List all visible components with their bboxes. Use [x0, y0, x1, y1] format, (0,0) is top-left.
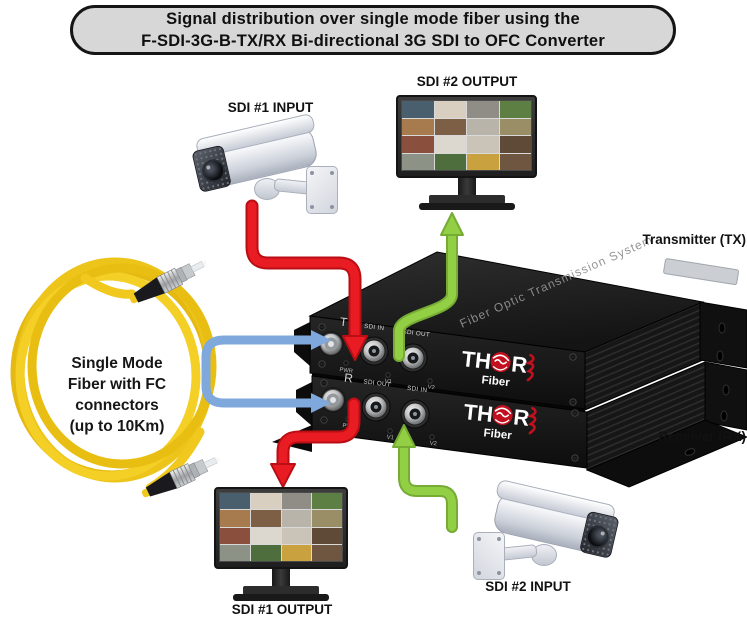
monitor-tile	[220, 544, 250, 561]
monitor-tile	[402, 101, 434, 118]
camera2-label: SDI #2 INPUT	[485, 579, 571, 594]
monitor-tile	[434, 153, 466, 170]
monitor-tile	[220, 493, 250, 510]
rx-sdi-out-bnc	[361, 392, 391, 422]
monitor-tile	[220, 527, 250, 544]
arrow-green-tx-sdi-out-to-monitor2	[393, 212, 464, 362]
tx-sticker	[663, 258, 739, 286]
monitor-tile	[281, 527, 312, 544]
fiber-note-line: (up to 10Km)	[69, 418, 165, 435]
rx-sdi-out-label: SDI OUT	[363, 378, 391, 388]
receiver-label: Receiver (RX)	[658, 429, 746, 444]
tx-sdi-in-label: SDI IN	[364, 323, 385, 332]
monitor-tile	[467, 136, 499, 153]
camera-lens	[199, 157, 228, 185]
rx-sdi-in-label: SDI IN	[407, 385, 428, 394]
fiber-note: Single Mode Fiber with FC connectors (up…	[28, 353, 206, 437]
monitor-tile	[467, 153, 499, 170]
monitor-stand-neck	[457, 178, 476, 195]
monitor-screen	[219, 492, 343, 562]
tx-v2-led	[427, 378, 433, 384]
monitor-tile	[467, 101, 499, 118]
monitor-tile	[499, 153, 531, 170]
monitor-stand-base	[428, 195, 505, 204]
monitor-tile	[250, 493, 281, 510]
tx-mounting-flange	[699, 301, 747, 369]
monitor-tile	[402, 118, 434, 135]
tx-v2-label: V2	[427, 385, 435, 392]
tx-optical-port-label: T	[339, 315, 349, 330]
monitor-sdi2-output	[396, 95, 537, 210]
monitor-tile	[434, 118, 466, 135]
transmitter-label: Transmitter (TX)	[642, 232, 746, 247]
monitor-screen	[401, 100, 532, 171]
monitor-tile	[220, 510, 250, 527]
rx-v1-led	[387, 428, 393, 434]
monitor-tile	[499, 136, 531, 153]
arrow-red-camera1-to-tx-sdi-in	[245, 199, 368, 361]
monitor-tile	[312, 493, 342, 510]
monitor-bezel	[214, 487, 348, 569]
monitor-tile	[402, 153, 434, 170]
monitor-tile	[467, 118, 499, 135]
monitor-tile	[434, 136, 466, 153]
tx-sdi-out-label: SDI OUT	[402, 328, 430, 338]
tx-pwr-label: PWR	[339, 367, 353, 375]
fiber-note-line: Single Mode	[71, 355, 163, 372]
rx-optical-port-label: R	[343, 371, 354, 386]
monitor-bezel	[396, 95, 537, 178]
title-banner: Signal distribution over single mode fib…	[70, 5, 676, 55]
monitor-stand-foot	[418, 203, 515, 210]
monitor-tile	[250, 527, 281, 544]
camera-sdi1-input	[191, 112, 341, 218]
camera-lens	[583, 523, 612, 551]
rx-v1-label: V1	[386, 435, 394, 442]
monitor-tile	[312, 527, 342, 544]
rx-sdi-in-bnc	[400, 399, 430, 429]
tx-v1-led	[385, 372, 391, 378]
rx-v2-led	[429, 434, 435, 440]
monitor1-label: SDI #1 OUTPUT	[231, 602, 333, 617]
camera-wall-plate	[473, 532, 505, 580]
arrow-blue-fiber-link	[201, 330, 331, 413]
monitor-sdi1-output	[214, 487, 348, 601]
tx-pwr-led	[343, 360, 349, 366]
monitor-stand-foot	[233, 594, 329, 601]
monitor-tile	[434, 101, 466, 118]
monitor-stand-neck	[272, 569, 290, 586]
fiber-note-line: Fiber with FC	[67, 376, 167, 393]
monitor-tile	[312, 544, 342, 561]
monitor-tile	[250, 510, 281, 527]
camera-wall-plate	[306, 166, 338, 214]
monitor-tile	[402, 136, 434, 153]
camera-sdi2-input	[455, 478, 620, 584]
converter-receiver: R PWR SDI OUT V1 SDI IN V2	[272, 361, 747, 488]
fiber-cable-coil	[10, 257, 217, 493]
rx-base-flange	[585, 419, 747, 488]
arrow-green-camera2-to-rx-sdi-in	[392, 424, 458, 533]
title-line-1: Signal distribution over single mode fib…	[166, 10, 580, 28]
monitor-tile	[281, 544, 312, 561]
monitor-tile	[281, 493, 312, 510]
monitor-tile	[499, 101, 531, 118]
title-line-2: F-SDI-3G-B-TX/RX Bi-directional 3G SDI t…	[141, 32, 605, 50]
rx-v2-label: V2	[429, 441, 437, 448]
rx-mounting-flange	[704, 361, 747, 431]
tx-v1-label: V1	[384, 379, 392, 386]
monitor-tile	[499, 118, 531, 135]
monitor-tile	[281, 510, 312, 527]
camera1-label: SDI #1 INPUT	[227, 100, 314, 115]
fiber-note-line: connectors	[75, 397, 159, 414]
monitor-stand-base	[243, 586, 319, 595]
monitor-tile	[312, 510, 342, 527]
monitor2-label: SDI #2 OUTPUT	[416, 74, 518, 89]
arrow-red-rx-sdi-out-to-monitor1	[270, 397, 361, 488]
monitor-tile	[250, 544, 281, 561]
